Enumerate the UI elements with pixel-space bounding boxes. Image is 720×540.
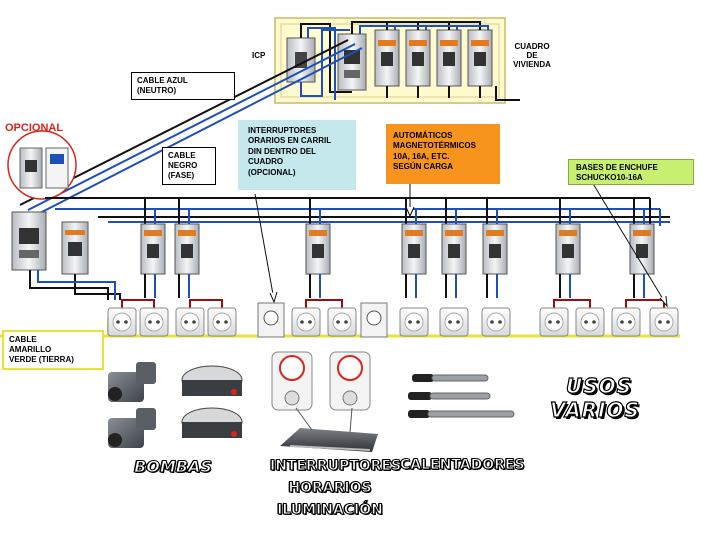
horarios-line-3: ILUMINACIÓN	[277, 502, 384, 519]
socket-icon	[207, 307, 237, 337]
plug-timer-icon	[271, 351, 313, 411]
socket-icon	[439, 307, 469, 337]
plug-timer-icon	[329, 351, 371, 411]
cable-amarillo-label: CABLE AMARILLO VERDE (TIERRA)	[2, 330, 104, 370]
breaker-icon	[140, 198, 166, 298]
orarios-line-4: CUADRO	[248, 157, 284, 167]
usos-label: USOS	[565, 373, 633, 398]
cable-negro-line-3: (FASE)	[168, 171, 195, 180]
socket-icon	[327, 307, 357, 337]
socket-icon	[175, 307, 205, 337]
plug-timers	[271, 351, 378, 452]
pump-icon	[108, 408, 156, 448]
cable-negro-label: CABLE NEGRO (FASE)	[162, 147, 216, 185]
interruptores-orarios-label: INTERRUPTORES ORARIOS EN CARRIL DIN DENT…	[248, 126, 331, 178]
breaker-row	[140, 198, 655, 298]
opcional-label: OPCIONAL	[5, 122, 64, 134]
automaticos-line-3: 10A, 16A, ETC.	[393, 151, 450, 161]
panel-wiring	[300, 21, 520, 101]
heater-icon	[408, 392, 491, 400]
amarillo-line-2: AMARILLO	[9, 345, 52, 354]
breaker-icon	[441, 198, 467, 298]
socket-icon	[539, 307, 569, 337]
cuadro-line-3: VIVIENDA	[513, 60, 551, 70]
socket-row	[107, 299, 679, 337]
orarios-line-1: INTERRUPTORES	[248, 126, 317, 135]
socket-icon	[611, 307, 641, 337]
air-pump-icon	[181, 365, 243, 396]
bus-bars	[45, 197, 670, 226]
heaters-group	[408, 374, 515, 418]
air-pump-icon	[181, 407, 243, 438]
socket-icon	[139, 307, 169, 337]
socket-icon	[481, 307, 511, 337]
feed-cables	[19, 39, 363, 214]
breaker-icon	[401, 198, 427, 298]
interruptores-horarios-label: INTERRUPTORES HORARIOS ILUMINACIÓN	[270, 458, 402, 519]
automaticos-label: AUTOMÁTICOS MAGNETOTÉRMICOS 10A, 16A, ET…	[393, 131, 476, 173]
opcional-differential	[7, 130, 77, 200]
icp-label: ICP	[252, 51, 266, 60]
socket-link-wire	[625, 299, 665, 308]
bases-line-2: SCHUCKO10-16A	[576, 173, 643, 182]
automaticos-line-1: AUTOMÁTICOS	[393, 131, 453, 140]
callout-arrows	[254, 181, 668, 308]
socket-icon	[291, 307, 321, 337]
cuadro-line-1: CUADRO	[514, 42, 550, 51]
lamp-icon	[280, 407, 378, 452]
amarillo-line-1: CABLE	[9, 335, 37, 344]
cable-negro-line-2: NEGRO	[168, 161, 198, 170]
pumps-group	[108, 362, 243, 448]
breaker-icon	[555, 198, 581, 298]
socket-icon	[575, 307, 605, 337]
horarios-line-1: INTERRUPTORES	[270, 458, 402, 475]
orarios-line-3: DIN DENTRO DEL	[248, 146, 316, 156]
heater-icon	[408, 410, 515, 418]
socket-icon	[649, 307, 679, 337]
breaker-icon	[482, 198, 508, 298]
interruptores-callout	[238, 120, 356, 190]
socket-link-wire	[121, 299, 155, 308]
aquarium-differential	[11, 211, 121, 300]
automaticos-line-2: MAGNETOTÉRMICOS	[393, 141, 476, 151]
bases-line-1: BASES DE ENCHUFE	[576, 163, 658, 172]
cuadro-line-2: DE	[526, 51, 538, 61]
bases-enchufe-label: BASES DE ENCHUFE SCHUCKO10-16A	[576, 163, 658, 183]
breaker-icon	[174, 198, 200, 298]
breaker-icon	[629, 198, 655, 298]
orarios-line-2: ORARIOS EN CARRIL	[248, 136, 332, 146]
socket-icon	[107, 307, 137, 337]
cable-azul-line-2: (NEUTRO)	[137, 86, 177, 95]
calentadores-label: CALENTADORES	[400, 457, 526, 474]
cable-azul-line-1: CABLE AZUL	[137, 76, 188, 85]
din-timers	[257, 302, 388, 338]
cuadro-vivienda-label: CUADRO DE VIVIENDA	[508, 42, 556, 70]
socket-link-wire	[553, 299, 591, 308]
breaker-icon	[305, 198, 331, 298]
pump-icon	[108, 362, 156, 402]
cable-azul-label: CABLE AZUL (NEUTRO)	[131, 72, 235, 100]
bases-callout	[568, 159, 694, 185]
socket-link-wire	[189, 299, 223, 308]
socket-icon	[399, 307, 429, 337]
panel-breakers	[374, 29, 493, 87]
automaticos-callout-tail	[480, 164, 500, 184]
orarios-line-5: (OPCIONAL)	[248, 167, 296, 177]
amarillo-line-3: VERDE (TIERRA)	[9, 355, 74, 364]
varios-label: VARIOS	[549, 397, 640, 422]
horarios-line-2: HORARIOS	[288, 480, 372, 497]
cable-negro-line-1: CABLE	[168, 151, 196, 160]
automaticos-line-4: SEGÚN CARGA	[393, 162, 454, 172]
heater-icon	[412, 374, 489, 382]
bombas-label: BOMBAS	[134, 457, 213, 477]
socket-link-wire	[305, 299, 343, 308]
house-panel	[274, 17, 520, 104]
